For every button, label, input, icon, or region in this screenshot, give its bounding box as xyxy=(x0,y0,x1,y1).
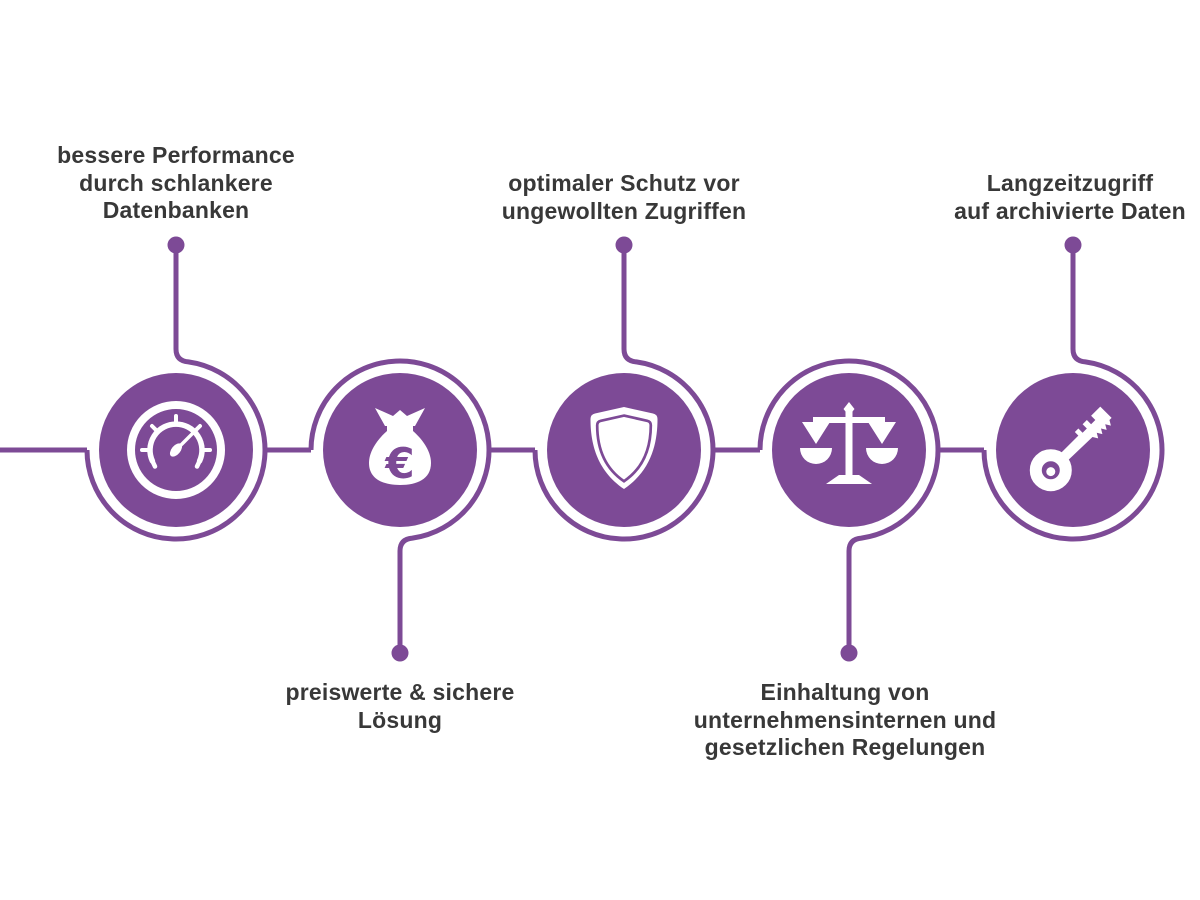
ring-and-stem-compliance xyxy=(757,358,941,649)
dot-performance xyxy=(167,236,185,254)
euro-symbol: € xyxy=(384,439,414,488)
dot-protection xyxy=(615,236,633,254)
terminal-dots xyxy=(167,236,1082,662)
label-line: durch schlankere xyxy=(79,169,273,196)
scales-icon xyxy=(800,402,898,484)
shield-icon xyxy=(590,407,658,489)
label-line: Einhaltung von xyxy=(760,679,930,705)
label-line: optimaler Schutz vor xyxy=(508,170,740,196)
label-line: preiswerte & sichere xyxy=(285,679,515,705)
dot-affordable-secure xyxy=(391,644,409,662)
ring-and-stem-protection xyxy=(532,249,716,542)
label-compliance: Einhaltung von unternehmensinternen und … xyxy=(675,679,1015,762)
ring-and-stem-long-term-access xyxy=(981,249,1165,542)
label-protection: optimaler Schutz vor ungewollten Zugriff… xyxy=(464,170,784,225)
label-line: gesetzlichen Regelungen xyxy=(704,734,986,760)
label-line: unternehmensinternen und xyxy=(693,706,997,733)
label-performance: bessere Performance durch schlankere Dat… xyxy=(16,142,336,225)
dot-compliance xyxy=(840,644,858,662)
key-icon xyxy=(1029,406,1112,492)
connector-lines xyxy=(0,249,1165,649)
label-affordable-secure: preiswerte & sichere Lösung xyxy=(240,679,560,734)
label-line: Datenbanken xyxy=(102,197,250,223)
money-bag-icon: € xyxy=(369,408,431,488)
label-line: Lösung xyxy=(357,706,443,733)
label-line: Langzeitzugriff xyxy=(986,170,1154,196)
ring-and-stem-performance xyxy=(84,249,268,542)
dot-long-term-access xyxy=(1064,236,1082,254)
ring-and-stem-affordable-secure xyxy=(308,358,492,649)
label-line: ungewollten Zugriffen xyxy=(501,197,747,224)
label-line: auf archivierte Daten xyxy=(954,197,1186,224)
label-long-term-access: Langzeitzugriff auf archivierte Daten xyxy=(910,170,1200,225)
label-line: bessere Performance xyxy=(57,142,295,168)
gauge-icon xyxy=(127,401,225,499)
